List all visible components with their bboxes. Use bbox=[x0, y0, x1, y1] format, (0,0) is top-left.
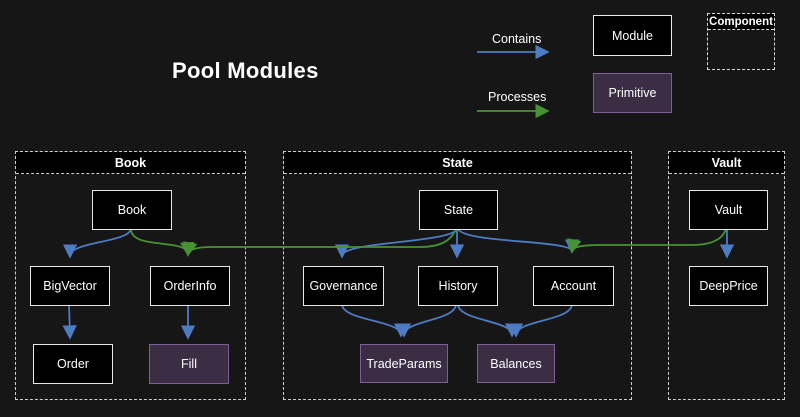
legend-component-box: Component bbox=[707, 13, 775, 70]
node-fill: Fill bbox=[149, 344, 229, 384]
legend-primitive-label: Primitive bbox=[609, 86, 657, 100]
legend-processes-label: Processes bbox=[488, 90, 546, 104]
node-account: Account bbox=[533, 266, 614, 306]
node-history-label: History bbox=[439, 279, 478, 293]
node-order: Order bbox=[33, 344, 113, 384]
node-balances: Balances bbox=[477, 344, 555, 383]
node-deepprice: DeepPrice bbox=[689, 266, 768, 306]
legend-contains-label: Contains bbox=[492, 32, 541, 46]
node-balances-label: Balances bbox=[490, 357, 541, 371]
node-vault-label: Vault bbox=[715, 203, 743, 217]
node-tradeparams-label: TradeParams bbox=[366, 357, 441, 371]
page-title: Pool Modules bbox=[172, 58, 319, 84]
legend-primitive-box: Primitive bbox=[593, 73, 672, 113]
node-tradeparams: TradeParams bbox=[360, 344, 448, 383]
node-orderinfo-label: OrderInfo bbox=[164, 279, 217, 293]
node-fill-label: Fill bbox=[181, 357, 197, 371]
node-state-label: State bbox=[444, 203, 473, 217]
legend-module-box: Module bbox=[593, 15, 672, 56]
node-governance-label: Governance bbox=[309, 279, 377, 293]
legend-module-label: Module bbox=[612, 29, 653, 43]
node-deepprice-label: DeepPrice bbox=[699, 279, 757, 293]
container-state-header: State bbox=[284, 152, 631, 174]
node-bigvector: BigVector bbox=[30, 266, 110, 306]
node-order-label: Order bbox=[57, 357, 89, 371]
node-state: State bbox=[419, 190, 498, 230]
node-book-label: Book bbox=[118, 203, 147, 217]
node-book: Book bbox=[92, 190, 172, 230]
legend-component-label: Component bbox=[708, 14, 774, 30]
node-bigvector-label: BigVector bbox=[43, 279, 97, 293]
node-account-label: Account bbox=[551, 279, 596, 293]
node-vault: Vault bbox=[689, 190, 768, 230]
node-history: History bbox=[418, 266, 498, 306]
container-book-header: Book bbox=[16, 152, 245, 174]
node-orderinfo: OrderInfo bbox=[150, 266, 230, 306]
container-vault-header: Vault bbox=[669, 152, 784, 174]
node-governance: Governance bbox=[303, 266, 384, 306]
